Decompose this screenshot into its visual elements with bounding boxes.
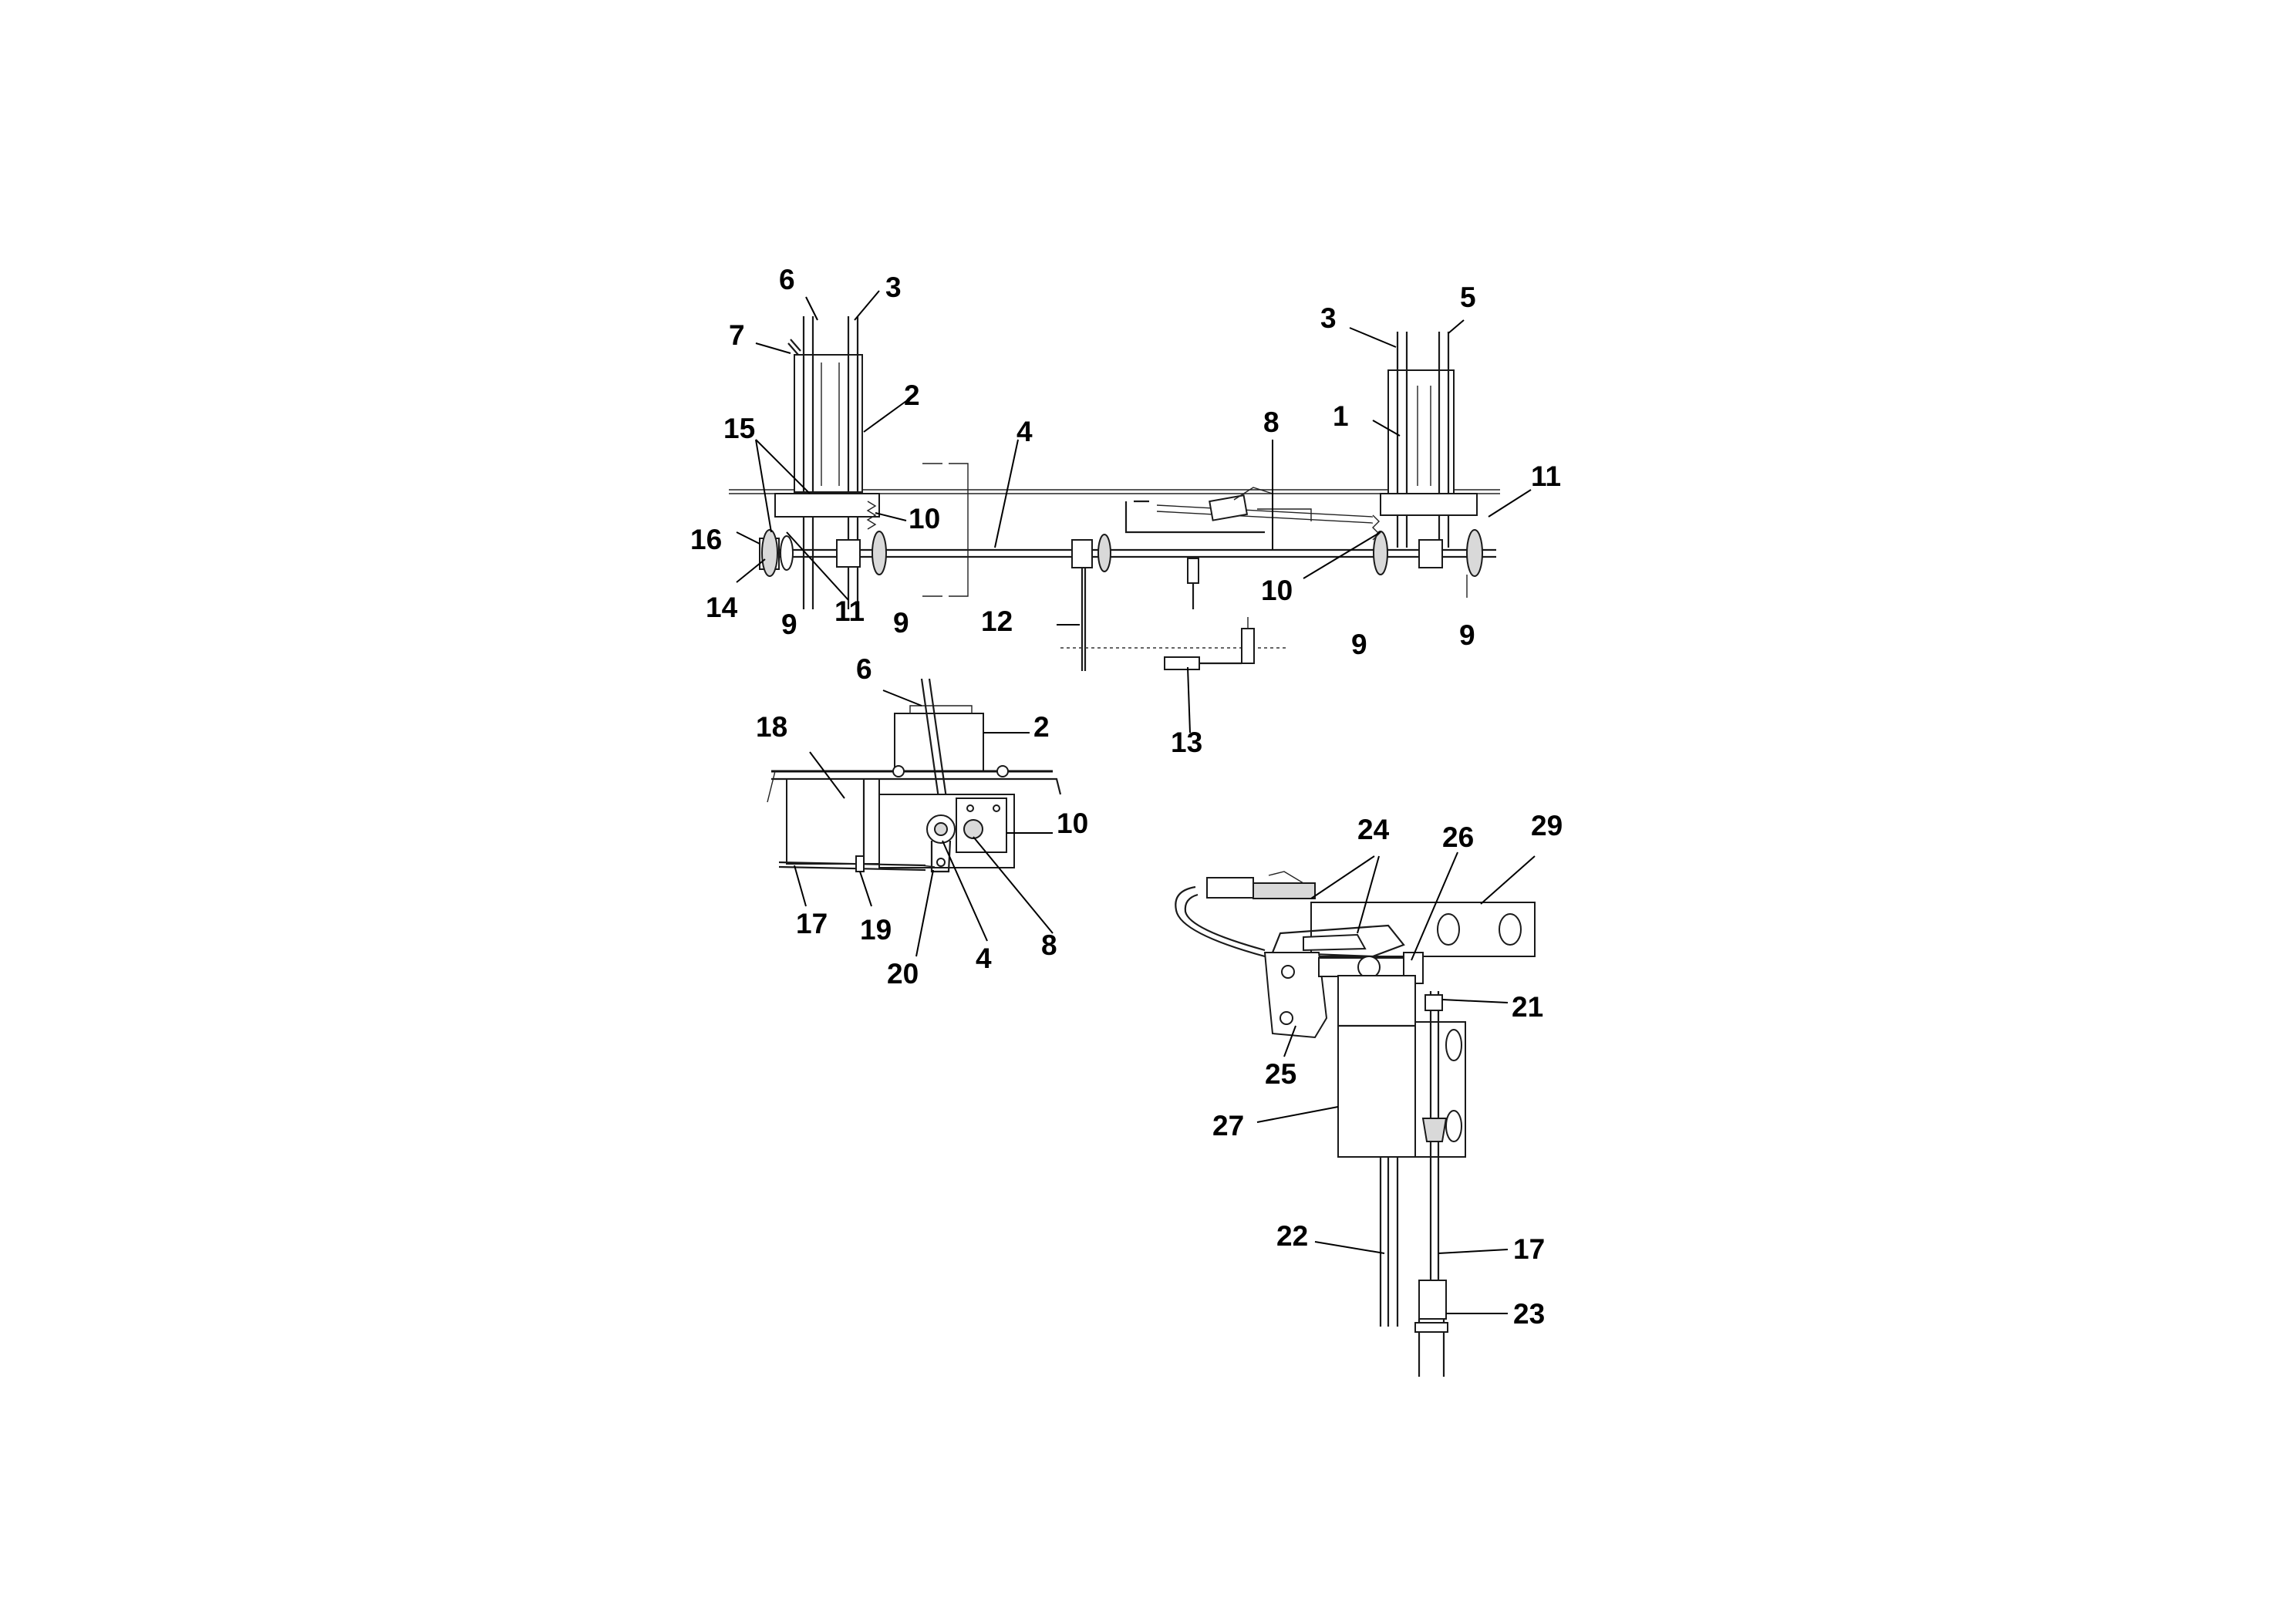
leader-lines [736,290,1536,1314]
callout-12: 12 [981,605,1013,637]
callout-9: 9 [1459,619,1475,651]
callout-9: 9 [893,607,909,639]
upper-shaft-assembly [729,316,1500,671]
callout-24: 24 [1357,814,1390,845]
callout-1: 1 [1333,400,1349,432]
callout-14: 14 [706,592,738,623]
side-view-detail [1175,871,1536,1377]
callout-25: 25 [1265,1058,1296,1090]
callout-6: 6 [856,653,872,685]
rear-view-detail [767,678,1062,873]
callout-4: 4 [1017,416,1033,447]
middle-bracket [1071,534,1111,671]
callout-8: 8 [1041,929,1057,961]
callout-18: 18 [756,711,787,743]
callouts: 6 3 7 2 15 16 14 9 11 9 10 4 12 8 3 5 1 … [690,264,1563,1330]
callout-10: 10 [1057,808,1088,839]
callout-4: 4 [976,943,992,974]
callout-17: 17 [796,908,828,939]
callout-29: 29 [1531,810,1563,841]
callout-20: 20 [887,958,919,990]
right-lever-tower [1372,332,1483,598]
callout-3: 3 [1320,302,1337,334]
callout-7: 7 [729,319,745,351]
callout-15: 15 [723,413,755,444]
callout-22: 22 [1276,1220,1308,1252]
callout-23: 23 [1513,1298,1545,1330]
left-lever-tower [759,316,887,609]
callout-16: 16 [690,524,722,555]
callout-13: 13 [1171,727,1202,758]
callout-2: 2 [904,379,920,411]
callout-26: 26 [1442,821,1474,853]
callout-3: 3 [885,271,902,303]
callout-27: 27 [1212,1110,1244,1141]
callout-6: 6 [779,264,795,295]
callout-10: 10 [909,503,940,534]
callout-19: 19 [860,914,892,946]
callout-11: 11 [1531,460,1561,492]
callout-5: 5 [1460,282,1476,313]
callout-9: 9 [781,609,797,640]
callout-10: 10 [1261,575,1293,606]
callout-21: 21 [1512,991,1543,1023]
callout-17: 17 [1513,1233,1545,1265]
callout-9: 9 [1351,629,1367,660]
callout-8: 8 [1263,406,1279,438]
callout-2: 2 [1033,711,1050,743]
callout-11: 11 [834,595,865,627]
aux-rod [1060,617,1288,670]
linkage-rod [1124,487,1374,609]
